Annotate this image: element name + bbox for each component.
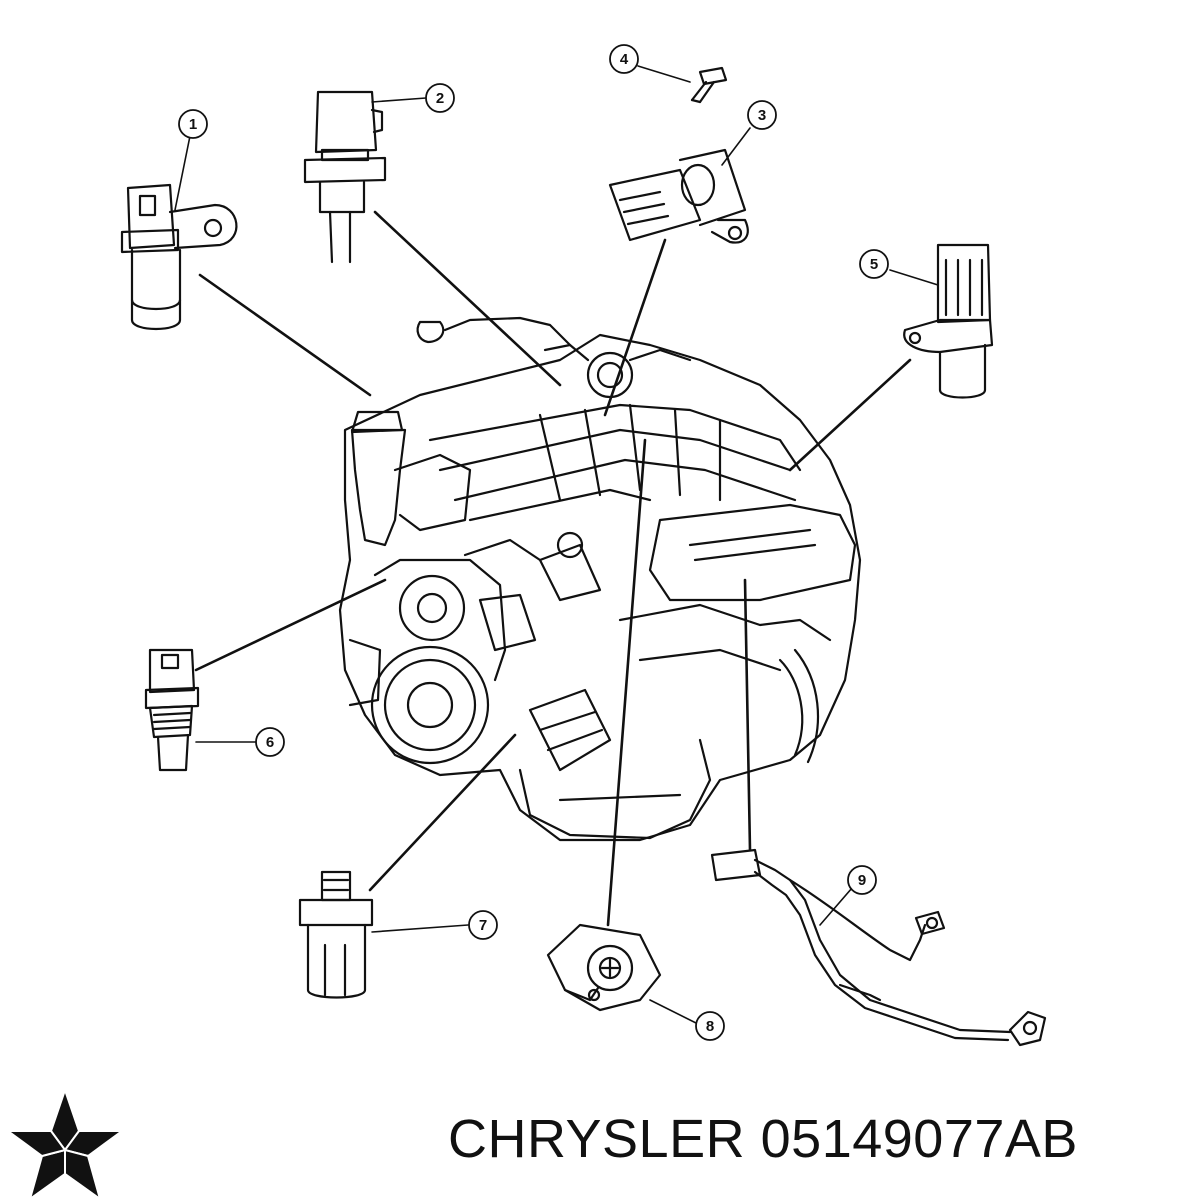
callout-2: 2: [425, 83, 455, 113]
part-6-sensor: [144, 648, 200, 772]
part-5-sensor: [903, 243, 994, 399]
callout-4-label: 4: [620, 51, 629, 68]
callout-4: 4: [609, 44, 639, 74]
part-3-sensor: [608, 148, 749, 244]
part-7-sensor: [298, 870, 374, 999]
leader-lines: [194, 210, 912, 927]
callout-3-label: 3: [758, 107, 766, 124]
callout-5-label: 5: [870, 256, 878, 273]
callout-6-label: 6: [266, 734, 274, 751]
callout-8: 8: [695, 1011, 725, 1041]
part-8-sensor: [546, 923, 662, 1012]
callout-2-label: 2: [436, 90, 444, 107]
brand-name: CHRYSLER: [448, 1109, 746, 1169]
part-1-sensor: [120, 183, 238, 330]
chrysler-pentastar-icon: [4, 1086, 126, 1200]
callout-7-label: 7: [479, 917, 487, 934]
callout-1-label: 1: [189, 116, 197, 133]
engine-block: [338, 316, 862, 842]
callout-leaders: [174, 65, 939, 1026]
part-caption: CHRYSLER 05149077AB: [448, 1108, 1078, 1170]
callout-9-label: 9: [858, 872, 866, 889]
callout-6: 6: [255, 727, 285, 757]
part-2-sensor: [303, 90, 387, 264]
callout-5: 5: [859, 249, 889, 279]
part-number: 05149077AB: [760, 1109, 1078, 1169]
callout-3: 3: [747, 100, 777, 130]
callouts: 1 2 3 4 5 6 7 8: [178, 44, 889, 1041]
callout-7: 7: [468, 910, 498, 940]
callout-1: 1: [178, 109, 208, 139]
callout-9: 9: [847, 865, 877, 895]
part-4-bolt: [690, 66, 728, 104]
callout-8-label: 8: [706, 1018, 714, 1035]
part-9-harness: [710, 848, 1047, 1047]
